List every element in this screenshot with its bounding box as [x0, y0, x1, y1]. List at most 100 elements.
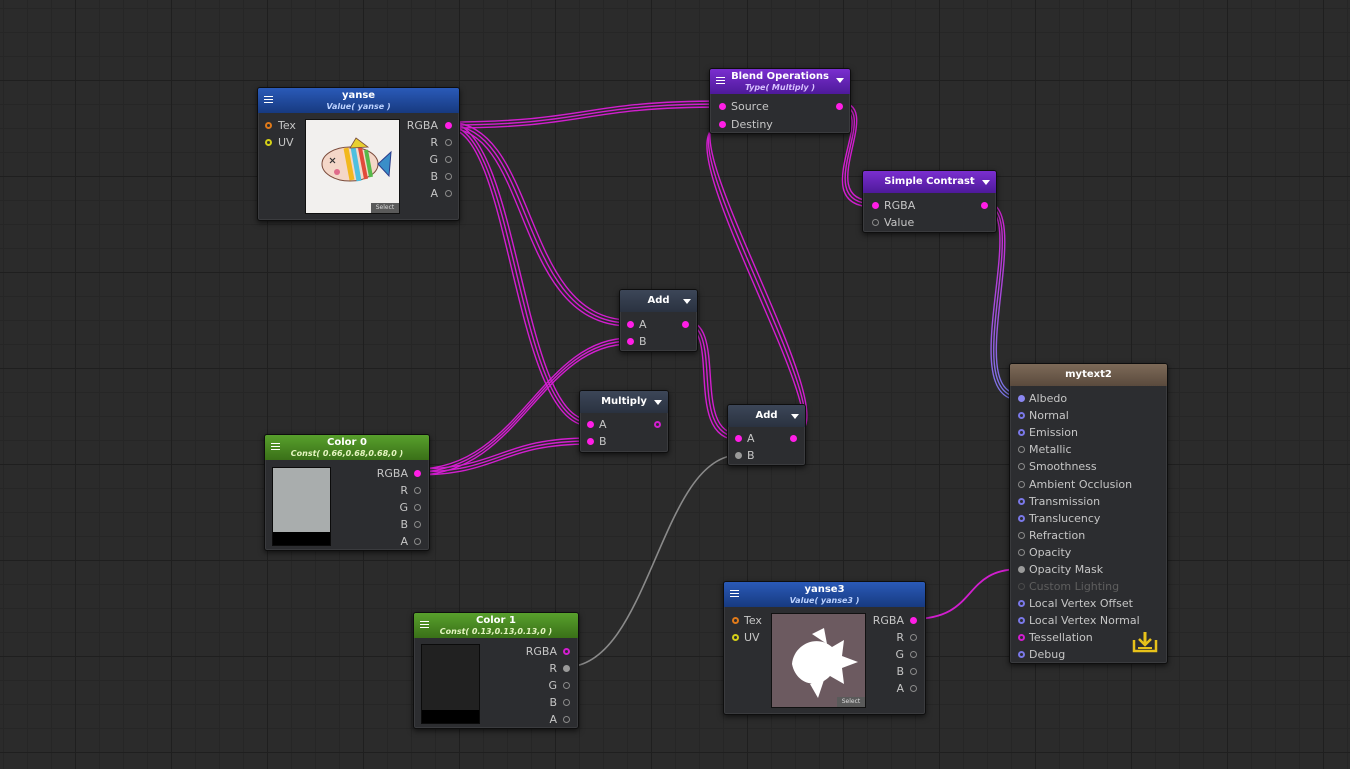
input-port-a[interactable] [587, 421, 594, 428]
port-label-metallic: Metallic [1029, 443, 1072, 456]
port-label: R [896, 631, 904, 644]
port-label-albedo: Albedo [1029, 392, 1068, 405]
input-port-smoothness[interactable] [1018, 463, 1025, 470]
input-port-ambient-occlusion[interactable] [1018, 481, 1025, 488]
input-port-custom-lighting[interactable] [1018, 583, 1025, 590]
output-port-g[interactable] [445, 156, 452, 163]
input-port-source[interactable] [719, 103, 726, 110]
output-port[interactable] [682, 321, 689, 328]
color-swatch[interactable] [272, 467, 331, 533]
input-port-a[interactable] [627, 321, 634, 328]
output-port-a[interactable] [414, 538, 421, 545]
port-label-normal: Normal [1029, 409, 1069, 422]
input-port-debug[interactable] [1018, 651, 1025, 658]
hamburger-menu-icon[interactable] [271, 443, 280, 450]
node-header[interactable]: Add [620, 290, 697, 312]
output-port-rgba[interactable] [414, 470, 421, 477]
node-simple-contrast[interactable]: Simple Contrast RGBA Value [862, 170, 997, 233]
port-label: A [549, 713, 557, 726]
node-multiply[interactable]: Multiply A B [579, 390, 669, 453]
input-port-uv[interactable] [265, 139, 272, 146]
output-port-a[interactable] [563, 716, 570, 723]
input-port-tessellation[interactable] [1018, 634, 1025, 641]
color-swatch[interactable] [421, 644, 480, 711]
input-port-local-vertex-normal[interactable] [1018, 617, 1025, 624]
node-yanse[interactable]: yanse Value( yanse ) Tex UV Select RGBA … [257, 87, 460, 221]
input-port-emission[interactable] [1018, 429, 1025, 436]
output-port-rgba[interactable] [563, 648, 570, 655]
input-port-normal[interactable] [1018, 412, 1025, 419]
output-port-g[interactable] [414, 504, 421, 511]
node-header[interactable]: Multiply [580, 391, 668, 413]
input-port-local-vertex-offset[interactable] [1018, 600, 1025, 607]
input-port-uv[interactable] [732, 634, 739, 641]
node-header[interactable]: Color 1 Const( 0.13,0.13,0.13,0 ) [414, 613, 578, 638]
hamburger-menu-icon[interactable] [264, 96, 273, 103]
node-color-1[interactable]: Color 1 Const( 0.13,0.13,0.13,0 ) RGBA R… [413, 612, 579, 729]
input-port-a[interactable] [735, 435, 742, 442]
hamburger-menu-icon[interactable] [420, 621, 429, 628]
output-port-r[interactable] [563, 665, 570, 672]
save-download-icon[interactable] [1132, 631, 1158, 653]
output-port[interactable] [836, 103, 843, 110]
output-port[interactable] [981, 202, 988, 209]
input-port-b[interactable] [735, 452, 742, 459]
output-port-r[interactable] [414, 487, 421, 494]
node-header[interactable]: Blend Operations Type( Multiply ) [710, 69, 850, 94]
port-label: UV [278, 136, 294, 149]
output-port-g[interactable] [910, 651, 917, 658]
input-port-rgba[interactable] [872, 202, 879, 209]
node-header[interactable]: Add [728, 405, 805, 427]
output-port[interactable] [790, 435, 797, 442]
output-port-b[interactable] [445, 173, 452, 180]
input-port-b[interactable] [587, 438, 594, 445]
node-header[interactable]: yanse Value( yanse ) [258, 88, 459, 113]
node-header[interactable]: yanse3 Value( yanse3 ) [724, 582, 925, 607]
output-port-g[interactable] [563, 682, 570, 689]
input-port-refraction[interactable] [1018, 532, 1025, 539]
triangle-down-icon[interactable] [683, 299, 691, 304]
input-port-transmission[interactable] [1018, 498, 1025, 505]
hamburger-menu-icon[interactable] [730, 590, 739, 597]
node-output-mytext2[interactable]: mytext2 Albedo Normal Emission Metallic … [1009, 363, 1168, 664]
triangle-down-icon[interactable] [791, 414, 799, 419]
triangle-down-icon[interactable] [654, 400, 662, 405]
input-port-b[interactable] [627, 338, 634, 345]
input-port-metallic[interactable] [1018, 446, 1025, 453]
input-port-albedo[interactable] [1018, 395, 1025, 402]
input-port-value[interactable] [872, 219, 879, 226]
triangle-down-icon[interactable] [836, 78, 844, 83]
input-port-translucency[interactable] [1018, 515, 1025, 522]
input-port-tex[interactable] [265, 122, 272, 129]
hamburger-menu-icon[interactable] [716, 77, 725, 84]
output-port-b[interactable] [563, 699, 570, 706]
output-port-rgba[interactable] [910, 617, 917, 624]
node-blend-operations[interactable]: Blend Operations Type( Multiply ) Source… [709, 68, 851, 134]
output-port-b[interactable] [414, 521, 421, 528]
port-label: Destiny [731, 118, 773, 131]
output-port-a[interactable] [445, 190, 452, 197]
select-texture-button[interactable]: Select [371, 203, 399, 213]
output-port-r[interactable] [910, 634, 917, 641]
node-add[interactable]: Add A B [619, 289, 698, 352]
input-port-destiny[interactable] [719, 121, 726, 128]
output-port-rgba[interactable] [445, 122, 452, 129]
input-port-opacity-mask[interactable] [1018, 566, 1025, 573]
input-port-opacity[interactable] [1018, 549, 1025, 556]
port-label-translucency: Translucency [1029, 512, 1101, 525]
output-port-b[interactable] [910, 668, 917, 675]
node-add-2[interactable]: Add A B [727, 404, 806, 466]
output-port-a[interactable] [910, 685, 917, 692]
node-header[interactable]: Simple Contrast [863, 171, 996, 193]
node-header[interactable]: Color 0 Const( 0.66,0.68,0.68,0 ) [265, 435, 429, 460]
triangle-down-icon[interactable] [982, 180, 990, 185]
port-label: Source [731, 100, 769, 113]
node-yanse3[interactable]: yanse3 Value( yanse3 ) Tex UV Select RGB… [723, 581, 926, 715]
node-color-0[interactable]: Color 0 Const( 0.66,0.68,0.68,0 ) RGBA R… [264, 434, 430, 551]
output-port-r[interactable] [445, 139, 452, 146]
port-label-opacity-mask: Opacity Mask [1029, 563, 1104, 576]
select-texture-button[interactable]: Select [837, 697, 865, 707]
output-port[interactable] [654, 421, 661, 428]
node-header[interactable]: mytext2 [1010, 364, 1167, 386]
input-port-tex[interactable] [732, 617, 739, 624]
